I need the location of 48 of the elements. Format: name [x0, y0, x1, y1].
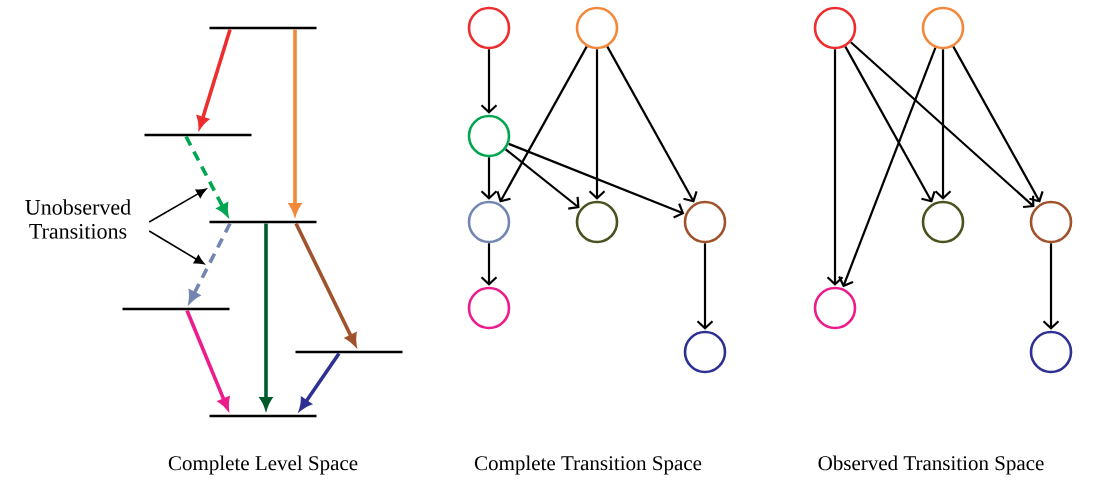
leader-line: [148, 188, 207, 223]
panel-caption: Complete Transition Space: [474, 455, 702, 475]
energy-level-line: [144, 133, 252, 137]
transition-arrow: [294, 222, 357, 346]
transition-arrow: [188, 222, 232, 303]
state-circle: [467, 114, 511, 158]
leader-line: [148, 230, 205, 265]
transition-arrow: [260, 223, 272, 410]
transition-arrow: [185, 309, 230, 410]
arrow: [826, 49, 844, 286]
arrow: [480, 243, 498, 286]
state-circle: [683, 200, 727, 244]
energy-level-line: [209, 414, 317, 418]
state-circle: [1029, 330, 1073, 374]
state-circle: [575, 200, 619, 244]
energy-level-line: [295, 350, 403, 354]
arrow: [480, 49, 498, 114]
arrow: [850, 41, 1035, 209]
energy-level-line: [122, 307, 230, 311]
arrow: [496, 46, 588, 203]
transition-arrow: [299, 352, 341, 411]
energy-level-line: [209, 26, 317, 30]
arrow: [1042, 243, 1060, 330]
panel-caption: Complete Level Space: [168, 455, 358, 475]
state-circle: [1029, 200, 1073, 244]
arrow: [934, 49, 952, 200]
arrow: [844, 46, 936, 203]
state-circle: [813, 6, 857, 50]
state-circle: [467, 6, 511, 50]
state-circle: [683, 330, 727, 374]
arrow: [480, 157, 498, 200]
energy-level-line: [209, 220, 317, 224]
state-circle: [921, 200, 965, 244]
transition-arrow: [289, 29, 301, 216]
state-circle: [467, 286, 511, 330]
annotation-label: Unobserved Transitions: [25, 199, 131, 239]
arrow: [696, 243, 714, 330]
arrow: [838, 47, 937, 288]
arrow: [505, 148, 580, 210]
state-circle: [467, 200, 511, 244]
panel-caption: Observed Transition Space: [818, 455, 1044, 475]
state-circle: [813, 286, 857, 330]
arrow: [508, 142, 685, 219]
arrow: [606, 46, 698, 203]
arrow: [588, 49, 606, 200]
arrow: [952, 46, 1044, 203]
state-circle: [921, 6, 965, 50]
state-circle: [575, 6, 619, 50]
